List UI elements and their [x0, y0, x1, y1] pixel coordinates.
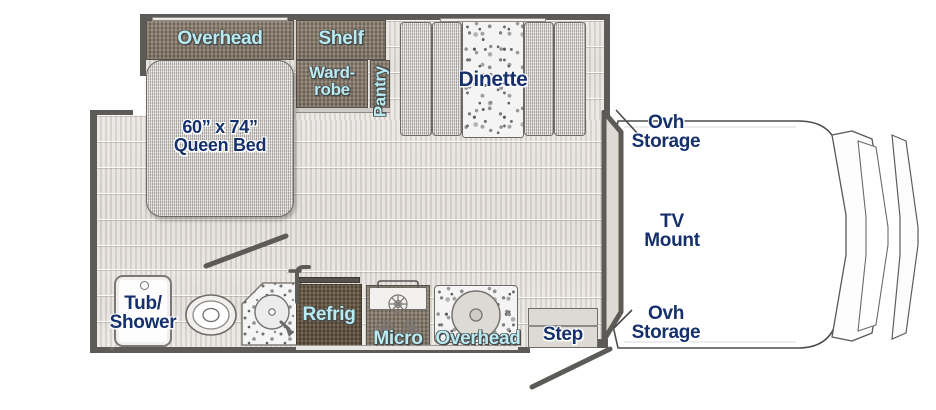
shelf-cabinet[interactable] — [296, 20, 386, 60]
galley-faucet-icon — [288, 265, 311, 304]
wardrobe-cabinet[interactable] — [296, 60, 368, 108]
callout-leaders — [613, 109, 639, 329]
cab-body — [605, 120, 919, 349]
pantry-cabinet[interactable] — [370, 60, 390, 112]
microwave-handle-icon — [377, 280, 419, 288]
entry-step-edge — [528, 325, 598, 327]
exterior-wall-top-right — [604, 14, 610, 120]
exterior-wall-bottom — [90, 347, 530, 353]
exterior-wall-top — [140, 14, 610, 20]
queen-bed[interactable] — [146, 60, 294, 217]
tub-drain-icon — [140, 281, 149, 290]
interior-right-wall — [601, 110, 624, 343]
cooktop-burners-icon — [376, 294, 420, 337]
door-threshold — [598, 339, 608, 348]
overhead-cabinet-bedroom[interactable] — [146, 20, 294, 60]
exterior-wall-left-return — [97, 110, 133, 115]
kitchen-sink-icon — [451, 290, 501, 340]
galley-base-trim — [296, 345, 518, 350]
dinette-seat-inner-left[interactable] — [432, 22, 462, 136]
dinette-seat-right[interactable] — [554, 22, 586, 136]
refrigerator[interactable] — [296, 284, 362, 347]
dinette-seat-inner-right[interactable] — [524, 22, 554, 136]
bedroom-door-swing — [203, 233, 289, 269]
wardrobe-base-trim — [296, 108, 390, 113]
exterior-wall-bedroom-left — [140, 14, 146, 76]
toilet-icon — [185, 294, 237, 336]
dinette-window-trim — [440, 18, 546, 22]
entry-step[interactable] — [528, 308, 598, 348]
overhead-cabinet-trim — [152, 17, 288, 21]
dinette-table[interactable] — [462, 20, 524, 138]
dinette-group — [400, 18, 586, 140]
dinette-seat-left[interactable] — [400, 22, 432, 136]
exterior-wall-left — [90, 110, 97, 353]
bathroom-vanity[interactable] — [241, 282, 303, 348]
entry-door-swing — [529, 346, 613, 390]
